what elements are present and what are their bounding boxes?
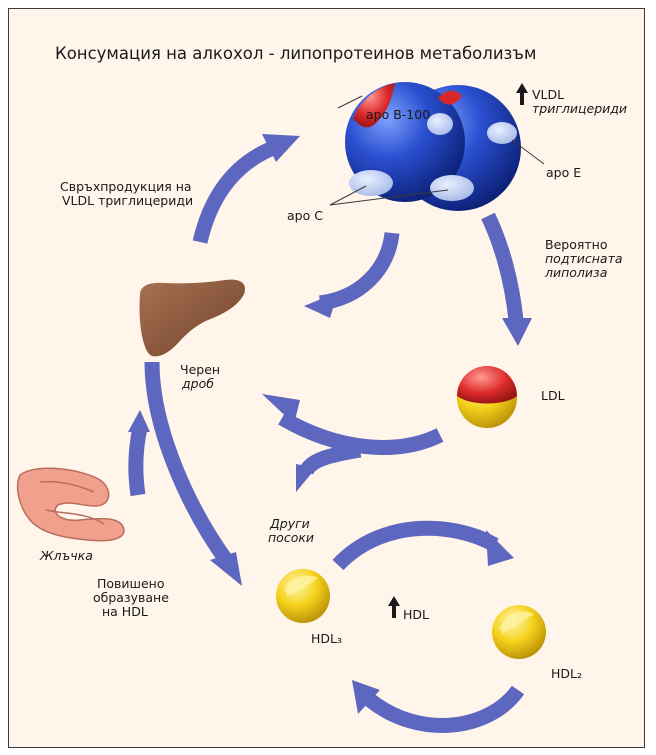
label-liver: Черен [180, 363, 220, 377]
arrow-liver-to-hdl [152, 362, 226, 560]
label-other-1: Други [270, 517, 310, 531]
ldl-particle [457, 366, 517, 428]
label-overproduction-vldl: VLDL триглицериди [62, 194, 193, 208]
label-hdl3: HDL₃ [311, 632, 342, 646]
liver-illustration [140, 280, 246, 357]
label-other-2: посоки [268, 531, 314, 545]
label-lipolysis-3: липолиза [545, 266, 607, 280]
label-lipolysis-2: подтисната [545, 252, 623, 266]
hdl3-particle [276, 569, 330, 623]
label-apo-b100: apo B-100 [366, 108, 430, 122]
hdl2-particle [492, 605, 546, 659]
label-liver-2: дроб [182, 377, 214, 391]
label-apo-e: apo E [546, 166, 581, 180]
label-lipolysis-1: Вероятно [545, 238, 607, 252]
arrow-heads [128, 134, 532, 714]
arrow-vldl-to-liver [320, 233, 392, 303]
arrow-hdl2-to-hdl3 [370, 690, 518, 725]
up-arrow-icon [516, 83, 528, 105]
label-gallbladder: Жлъчка [40, 549, 93, 563]
label-hdl-increase: HDL [403, 608, 429, 622]
label-overproduction: Свръхпродукция на [60, 180, 192, 194]
arrow-gallbladder-to-liver [136, 428, 140, 495]
gallbladder-illustration [18, 468, 124, 540]
label-ldl: LDL [541, 389, 565, 403]
arrow-hdl3-to-hdl2 [338, 528, 495, 565]
label-hdl-formation-1: Повишено [97, 577, 165, 591]
label-apo-c: apo C [287, 209, 323, 223]
diagram-title: Консумация на алкохол - липопротеинов ме… [55, 44, 536, 63]
arrow-liver-to-vldl [200, 146, 278, 242]
arrow-ldl-to-liver [282, 418, 440, 447]
up-arrow-icon [388, 596, 400, 618]
label-vldl: VLDL [532, 88, 564, 102]
label-hdl-formation-3: на HDL [102, 605, 148, 619]
label-vldl-triglycerides: триглицериди [532, 102, 627, 116]
label-hdl2: HDL₂ [551, 667, 582, 681]
arrow-vldl-to-ldl [488, 216, 516, 320]
label-hdl-formation-2: образуване [93, 591, 169, 605]
